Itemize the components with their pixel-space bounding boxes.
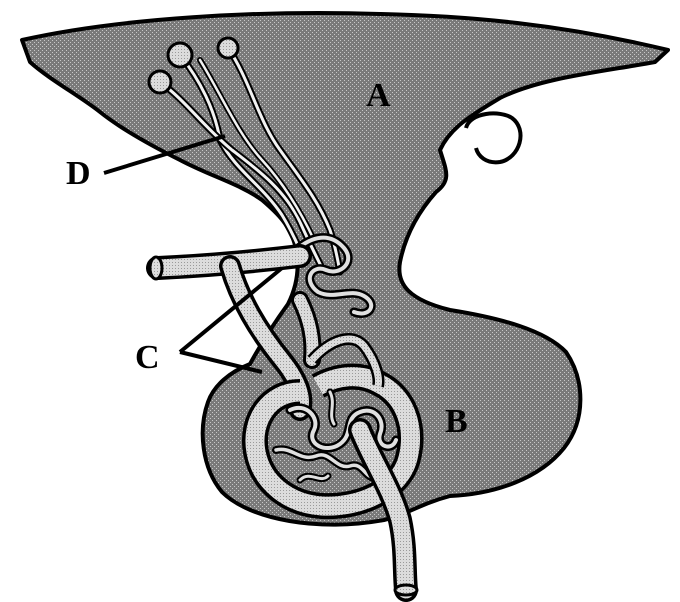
label-a: A — [366, 77, 391, 114]
vein-cut-end — [395, 585, 417, 595]
cell-body — [218, 38, 238, 58]
notch-bud — [466, 113, 521, 162]
label-b: B — [445, 403, 468, 440]
cell-body — [168, 43, 192, 67]
label-c: C — [135, 339, 160, 376]
artery-cut-end — [150, 257, 162, 279]
cell-body — [149, 71, 171, 93]
label-d: D — [66, 155, 91, 192]
